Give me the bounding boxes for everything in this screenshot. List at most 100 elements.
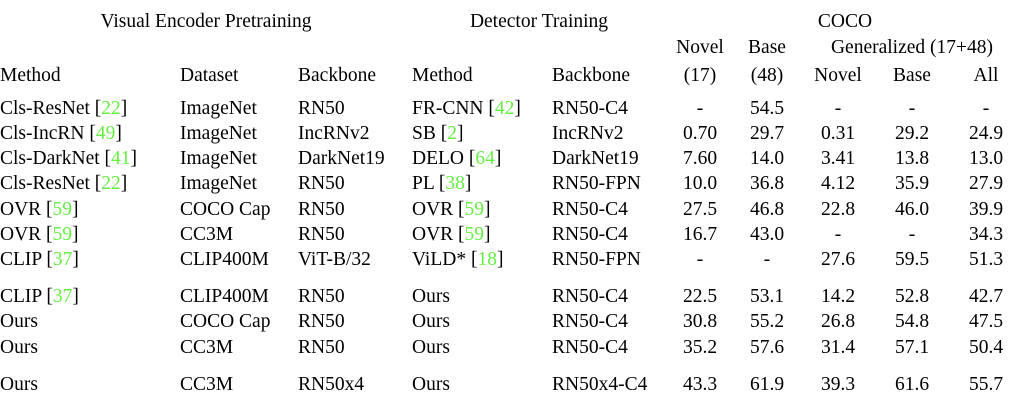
cell-detector-method: SB [2] — [412, 121, 552, 146]
coco-header-generalized: Generalized (17+48) — [830, 37, 994, 59]
cell-detector-method-citation[interactable]: 2 — [447, 123, 457, 145]
cell-detector-method-text: OVR — [412, 223, 454, 245]
citation-bracket-open: [ — [468, 148, 476, 170]
cell-gen-base: 54.8 — [894, 311, 930, 333]
cell-pretrain-backbone: RN50 — [298, 286, 345, 308]
cell-detector-backbone: RN50-FPN — [552, 248, 641, 270]
citation-bracket-close: ] — [496, 248, 504, 270]
cell-detector-method-text: DELO — [412, 148, 464, 170]
spacer-cell — [666, 365, 1024, 372]
col-header-pretrain-dataset: Dataset — [180, 64, 239, 86]
cell-detector-method-citation[interactable]: 42 — [494, 97, 515, 119]
cell-gen-all: 42.7 — [968, 286, 1004, 308]
cell-base-48: 53.1 — [749, 286, 785, 308]
group-header-coco: COCO — [817, 11, 873, 33]
citation-bracket-close: ] — [72, 248, 79, 270]
cell-detector-method-citation[interactable]: 59 — [464, 223, 485, 245]
cell-novel-17: 0.70 — [682, 123, 718, 145]
citation-bracket-close: ] — [464, 173, 472, 195]
spacer-cell — [412, 365, 666, 372]
cell-pretrain-method-citation[interactable]: 22 — [101, 97, 121, 119]
cell-pretrain-backbone: RN50 — [298, 311, 345, 333]
cell-pretrain-dataset: CC3M — [180, 223, 234, 245]
cell-detector-method: Ours — [412, 335, 552, 360]
cell-pretrain-method-text: OVR — [0, 198, 42, 220]
citation-bracket-open: [ — [46, 223, 53, 245]
cell-detector-method: DELO [64] — [412, 146, 552, 171]
cell-pretrain-method: OVR [59] — [0, 197, 180, 222]
cell-base-48: 29.7 — [749, 123, 785, 145]
cell-novel-17: 10.0 — [682, 173, 718, 195]
cell-pretrain-method-citation[interactable]: 41 — [111, 148, 131, 170]
cell-gen-base: - — [908, 223, 916, 245]
cell-detector-method-citation[interactable]: 64 — [475, 148, 495, 170]
cell-detector-method-text: Ours — [412, 286, 450, 308]
citation-bracket-open: [ — [470, 248, 478, 270]
col-header-detector-backbone: Backbone — [552, 64, 630, 86]
cell-gen-novel: 22.8 — [820, 198, 856, 220]
cell-novel-17: 22.5 — [682, 286, 718, 308]
cell-gen-all: 51.3 — [968, 248, 1004, 270]
cell-pretrain-method-citation[interactable]: 59 — [52, 198, 73, 220]
citation-bracket-open: [ — [104, 148, 112, 170]
cell-detector-backbone: IncRNv2 — [552, 123, 624, 145]
cell-novel-17: 43.3 — [682, 373, 718, 395]
cell-gen-all: 13.0 — [968, 148, 1004, 170]
col-header-pretrain-method: Method — [0, 64, 61, 86]
cell-detector-method-text: ViLD* — [412, 248, 467, 270]
cell-pretrain-dataset: CLIP400M — [180, 248, 269, 270]
cell-pretrain-method: Ours — [0, 310, 180, 335]
blank-cell — [412, 35, 666, 61]
cell-gen-novel: 3.41 — [820, 148, 856, 170]
cell-pretrain-method-text: Ours — [0, 336, 38, 358]
cell-pretrain-backbone: RN50 — [298, 198, 345, 220]
cell-pretrain-method: OVR [59] — [0, 222, 180, 247]
cell-pretrain-method-citation[interactable]: 22 — [101, 173, 121, 195]
cell-gen-base: 57.1 — [894, 336, 930, 358]
cell-pretrain-dataset: CC3M — [180, 373, 234, 395]
cell-pretrain-dataset: ImageNet — [180, 123, 257, 145]
cell-pretrain-backbone: RN50 — [298, 173, 345, 195]
cell-base-48: 43.0 — [749, 223, 785, 245]
citation-bracket-open: [ — [94, 97, 102, 119]
section-pad-row — [0, 365, 1024, 372]
cell-pretrain-method-citation[interactable]: 49 — [95, 123, 116, 145]
cell-pretrain-method-citation[interactable]: 59 — [52, 223, 73, 245]
cell-detector-method-text: FR-CNN — [412, 97, 484, 119]
col-header-detector-method: Method — [412, 64, 473, 86]
cell-detector-method-citation[interactable]: 59 — [464, 198, 485, 220]
cell-pretrain-method: Cls-ResNet [22] — [0, 96, 180, 121]
cell-pretrain-method-citation[interactable]: 37 — [52, 248, 73, 270]
cell-detector-method: OVR [59] — [412, 197, 552, 222]
cell-pretrain-method: CLIP [37] — [0, 247, 180, 272]
cell-pretrain-method-text: Cls-ResNet — [0, 97, 90, 119]
citation-bracket-close: ] — [120, 97, 128, 119]
citation-bracket-close: ] — [72, 223, 79, 245]
cell-pretrain-method-citation[interactable]: 37 — [52, 286, 73, 308]
cell-base-48: 14.0 — [749, 148, 785, 170]
table-bottom-rule — [0, 397, 1024, 404]
cell-pretrain-method-text: CLIP — [0, 286, 42, 308]
coco-header-base-top: Base — [748, 37, 786, 59]
cell-detector-method-text: Ours — [412, 311, 450, 333]
cell-base-48: 61.9 — [749, 373, 785, 395]
citation-bracket-close: ] — [456, 123, 464, 145]
citation-bracket-close: ] — [120, 173, 128, 195]
cell-pretrain-method: Ours — [0, 335, 180, 360]
citation-bracket-open: [ — [440, 123, 448, 145]
cell-detector-method-citation[interactable]: 18 — [477, 248, 497, 270]
coco-header-gen-novel: Novel — [814, 64, 862, 86]
cell-pretrain-backbone: RN50 — [298, 223, 345, 245]
cell-novel-17: 35.2 — [682, 336, 718, 358]
citation-bracket-open: [ — [438, 173, 446, 195]
spacer-cell — [666, 397, 1024, 404]
cell-gen-novel: 39.3 — [820, 373, 856, 395]
citation-bracket-open: [ — [46, 286, 53, 308]
cell-detector-method-citation[interactable]: 38 — [445, 173, 465, 195]
